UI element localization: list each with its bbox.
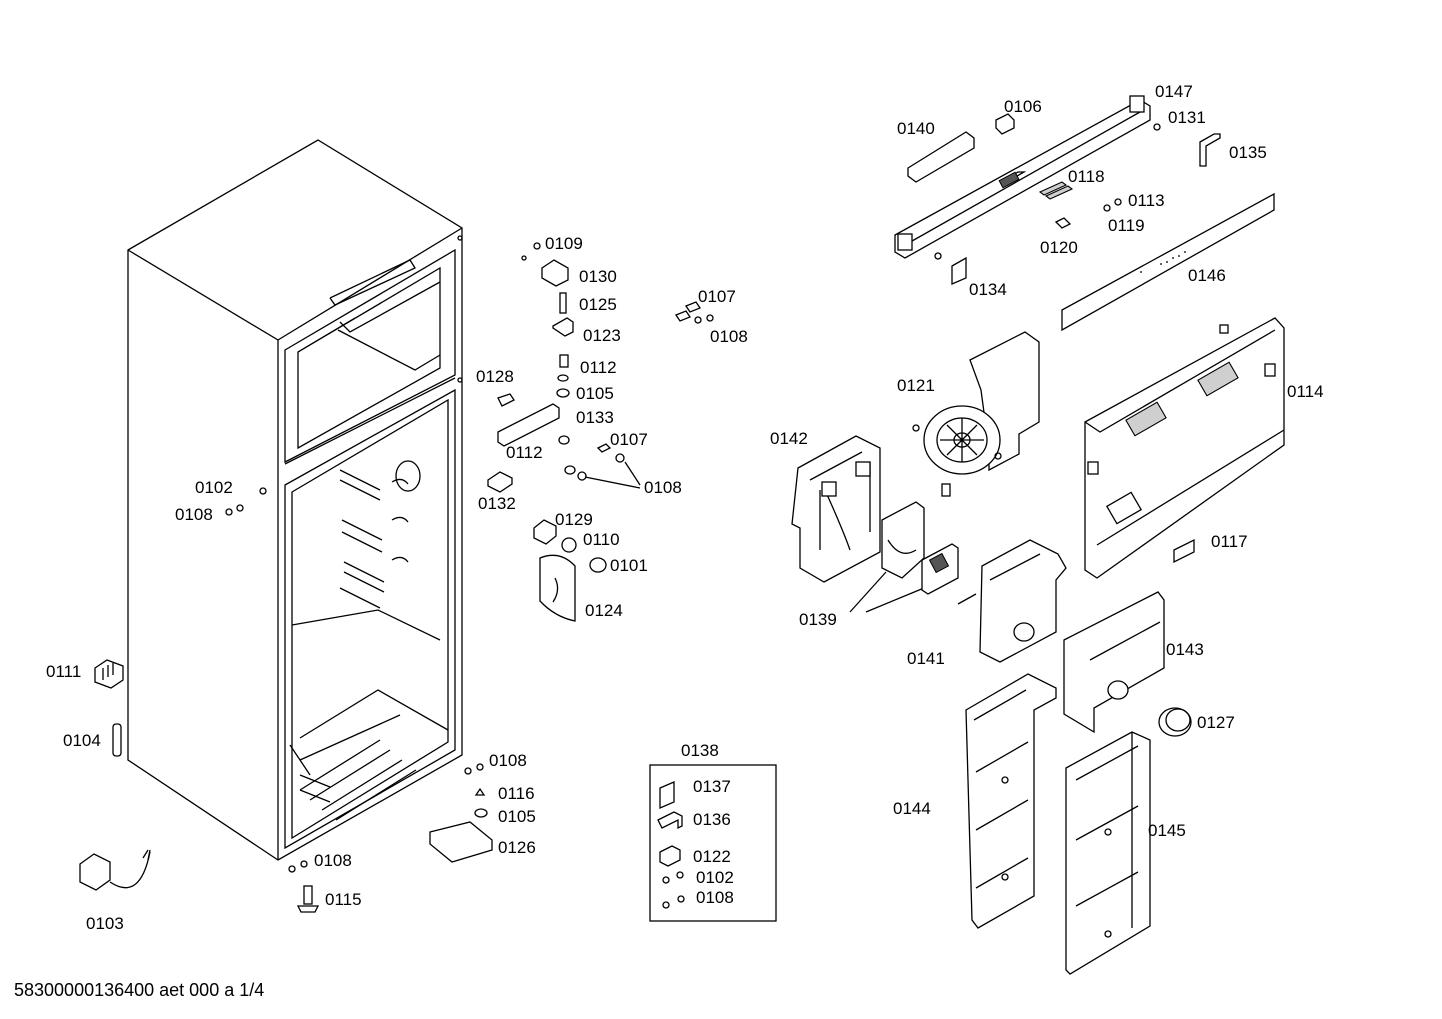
part-label: 0103 <box>86 914 124 933</box>
part-label: 0114 <box>1287 382 1324 401</box>
part-label: 0110 <box>583 530 620 549</box>
fridge-cabinet <box>127 139 463 861</box>
part-label: 0140 <box>897 119 935 138</box>
part-label: 0111 <box>46 662 81 681</box>
part-label: 0108 <box>489 751 527 770</box>
part-label: 0142 <box>770 429 808 448</box>
control-panel-group <box>894 95 1275 332</box>
part-label: 0113 <box>1128 191 1165 210</box>
part-label: 0119 <box>1108 216 1145 235</box>
part-label: 0126 <box>498 838 536 857</box>
part-label: 0144 <box>893 799 931 818</box>
part-label: 0108 <box>644 478 682 497</box>
part-label: 0106 <box>1004 97 1042 116</box>
part-label: 0108 <box>696 888 734 907</box>
part-label: 0116 <box>498 784 535 803</box>
part-label: 0122 <box>693 847 731 866</box>
kit-box-label: 0138 <box>681 741 719 760</box>
part-label: 0139 <box>799 610 837 629</box>
part-label: 0127 <box>1197 713 1235 732</box>
part-label: 0124 <box>585 601 623 620</box>
part-label: 0120 <box>1040 238 1078 257</box>
part-label: 0105 <box>498 807 536 826</box>
part-label: 0105 <box>576 384 614 403</box>
part-label: 0108 <box>175 505 213 524</box>
part-label: 0125 <box>579 295 617 314</box>
part-label: 0130 <box>579 267 617 286</box>
part-label: 0141 <box>907 649 945 668</box>
part-labels: 0147 0106 0140 0131 0135 0118 0113 0119 … <box>46 82 1324 933</box>
part-label: 0112 <box>506 443 543 462</box>
part-label: 0101 <box>610 556 648 575</box>
part-label: 0146 <box>1188 266 1226 285</box>
part-label: 0115 <box>325 890 362 909</box>
part-label: 0145 <box>1148 821 1186 840</box>
part-label: 0102 <box>195 478 233 497</box>
fan-assembly-group <box>912 317 1285 579</box>
part-label: 0102 <box>696 868 734 887</box>
part-label: 0108 <box>314 851 352 870</box>
hinge-parts-group <box>225 242 714 622</box>
part-label: 0107 <box>698 287 736 306</box>
bottom-parts-group <box>79 659 493 913</box>
part-label: 0121 <box>897 376 935 395</box>
part-label: 0129 <box>555 510 593 529</box>
part-label: 0107 <box>610 430 648 449</box>
air-duct-group <box>791 435 1192 975</box>
part-label: 0136 <box>693 810 731 829</box>
part-label: 0132 <box>478 494 516 513</box>
part-label: 0131 <box>1168 108 1206 127</box>
part-label: 0133 <box>576 408 614 427</box>
part-label: 0104 <box>63 731 101 750</box>
part-label: 0123 <box>583 326 621 345</box>
part-label: 0109 <box>545 234 583 253</box>
part-label: 0135 <box>1229 143 1267 162</box>
part-label: 0128 <box>476 367 514 386</box>
part-label: 0118 <box>1068 167 1105 186</box>
part-label: 0112 <box>580 358 617 377</box>
part-label: 0137 <box>693 777 731 796</box>
part-label: 0134 <box>969 280 1007 299</box>
kit-box <box>649 764 777 922</box>
part-label: 0108 <box>710 327 748 346</box>
part-label: 0143 <box>1166 640 1204 659</box>
drawing-reference-number: 58300000136400 aet 000 a 1/4 <box>14 980 265 1000</box>
part-label: 0147 <box>1155 82 1193 101</box>
part-label: 0117 <box>1211 532 1248 551</box>
